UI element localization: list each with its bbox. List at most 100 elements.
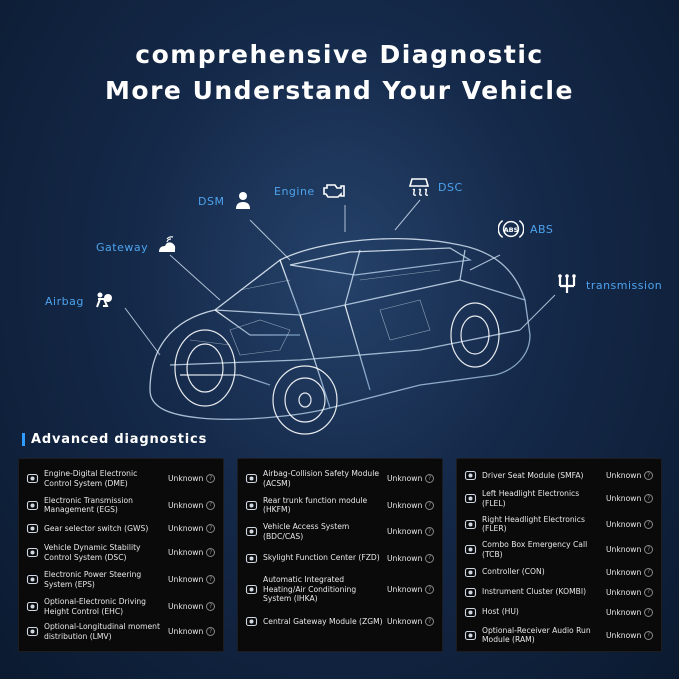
diagnostics-panel-1: Engine-Digital Electronic Control System… <box>18 458 224 652</box>
help-icon[interactable]: ? <box>206 627 216 636</box>
diagnostic-row[interactable]: Rear trunk function module (HKFM) Unknown… <box>244 492 436 518</box>
diagnostic-row[interactable]: Central Gateway Module (ZGM)Unknown? <box>244 608 436 635</box>
steering-icon <box>25 573 39 587</box>
diagnostic-row[interactable]: Instrument Cluster (KOMBI) Unknown? <box>463 582 655 602</box>
diagnostic-row[interactable]: Optional-Receiver Audio Run Module (RAM)… <box>463 622 655 648</box>
help-icon[interactable]: ? <box>644 607 654 617</box>
module-status: Unknown <box>387 527 423 536</box>
callout-gateway: Gateway <box>96 234 180 260</box>
module-status: Unknown <box>606 630 642 640</box>
diagnostic-row[interactable]: Automatic Integrated Heating/Air Conditi… <box>244 571 436 608</box>
module-name: Left Headlight Electronics (FLEL) <box>482 489 580 508</box>
module-name: Instrument Cluster (KOMBI) <box>482 587 587 597</box>
diagnostic-row[interactable]: Airbag-Collision Safety Module (ACSM)Unk… <box>244 465 436 492</box>
module-name: Controller (CON) <box>482 567 545 577</box>
engine-icon <box>25 472 39 486</box>
diagnostic-row[interactable]: Vehicle Dynamic Stability Control System… <box>25 539 217 566</box>
help-icon[interactable]: ? <box>425 617 435 626</box>
module-status: Unknown <box>168 500 204 510</box>
module-name: Optional-Receiver Audio Run Module (RAM) <box>482 625 591 645</box>
callout-dsc-label: DSC <box>438 180 463 194</box>
emergency-call-icon <box>463 543 477 557</box>
gateway-icon <box>154 234 180 260</box>
module-name: Rear trunk function module (HKFM) <box>263 495 368 515</box>
help-icon[interactable]: ? <box>644 519 654 529</box>
abs-icon-text: ABS <box>504 226 519 234</box>
callout-gateway-label: Gateway <box>96 240 149 254</box>
help-icon[interactable]: ? <box>206 524 216 533</box>
climate-icon <box>244 583 258 597</box>
help-icon[interactable]: ? <box>206 602 216 611</box>
module-status: Unknown <box>606 494 642 503</box>
module-status: Unknown <box>606 471 642 480</box>
help-icon[interactable]: ? <box>425 527 435 536</box>
controller-icon <box>463 565 477 579</box>
headline-line-1: comprehensive Diagnostic <box>135 40 544 69</box>
callout-dsm: DSM <box>198 188 256 214</box>
module-name: Automatic Integrated Heating/Air Conditi… <box>263 575 357 604</box>
diagnostic-row[interactable]: Vehicle Access System (BDC/CAS) Unknown? <box>244 518 436 545</box>
chassis-icon <box>25 625 39 639</box>
module-name: Central Gateway Module (ZGM) <box>263 616 383 626</box>
callout-dsc: DSC <box>406 174 463 200</box>
diagnostic-row[interactable]: Combo Box Emergency Call (TCB)Unknown? <box>463 537 655 562</box>
help-icon[interactable]: ? <box>644 545 654 554</box>
module-status: Unknown <box>387 500 423 510</box>
diagnostic-row[interactable]: Electronic Transmission Management (EGS)… <box>25 492 217 518</box>
module-name: Electronic Transmission Management (EGS) <box>44 495 133 515</box>
airbag-icon <box>90 288 116 314</box>
module-status: Unknown <box>606 545 642 554</box>
help-icon[interactable]: ? <box>425 553 435 563</box>
diagnostic-row[interactable]: Controller (CON) Unknown? <box>463 562 655 582</box>
help-icon[interactable]: ? <box>206 500 216 510</box>
abs-icon: ABS <box>498 216 524 242</box>
headlight-left-icon <box>463 492 477 506</box>
skylight-icon <box>244 551 258 565</box>
help-icon[interactable]: ? <box>644 494 654 503</box>
help-icon[interactable]: ? <box>425 585 435 594</box>
diagnostic-row[interactable]: Skylight Function Center (FZD) Unknown? <box>244 545 436 571</box>
module-status: Unknown <box>168 474 204 483</box>
module-name: Vehicle Access System (BDC/CAS) <box>263 522 350 541</box>
suspension-icon <box>25 600 39 614</box>
trunk-icon <box>244 498 258 512</box>
module-status: Unknown <box>606 607 642 617</box>
diagnostic-row[interactable]: Optional-Longitudinal moment distributio… <box>25 620 217 643</box>
module-name: Skylight Function Center (FZD) <box>263 553 380 563</box>
help-icon[interactable]: ? <box>206 575 216 584</box>
help-icon[interactable]: ? <box>644 567 654 577</box>
help-icon[interactable]: ? <box>425 474 435 483</box>
help-icon[interactable]: ? <box>206 548 216 557</box>
gear-selector-icon <box>25 522 39 536</box>
diagnostic-row[interactable]: Host (HU)Unknown? <box>463 602 655 622</box>
module-name: Right Headlight Electronics (FLER) <box>482 514 585 534</box>
driver-seat-icon <box>230 188 256 214</box>
module-status: Unknown <box>387 474 423 483</box>
module-name: Electronic Power Steering System (EPS) <box>44 570 142 589</box>
instrument-cluster-icon <box>463 585 477 599</box>
stability-control-icon <box>406 174 432 200</box>
module-status: Unknown <box>606 567 642 577</box>
diagnostic-row[interactable]: Left Headlight Electronics (FLEL) Unknown… <box>463 486 655 511</box>
host-icon <box>463 605 477 619</box>
module-status: Unknown <box>387 553 423 563</box>
module-status: Unknown <box>606 587 642 597</box>
section-title: Advanced diagnostics <box>31 432 208 447</box>
help-icon[interactable]: ? <box>644 587 654 597</box>
module-status: Unknown <box>168 575 204 584</box>
diagnostic-row[interactable]: Optional-Electronic Driving Height Contr… <box>25 593 217 620</box>
help-icon[interactable]: ? <box>425 500 435 510</box>
headlight-right-icon <box>463 517 477 531</box>
diagnostic-row[interactable]: Right Headlight Electronics (FLER)Unknow… <box>463 511 655 537</box>
diagnostic-row[interactable]: Driver Seat Module (SMFA) Unknown? <box>463 465 655 486</box>
diagnostic-row[interactable]: Electronic Power Steering System (EPS) Un… <box>25 566 217 593</box>
help-icon[interactable]: ? <box>644 630 654 640</box>
callout-dsm-label: DSM <box>198 194 225 208</box>
callout-transmission-label: transmission <box>586 278 663 292</box>
diagnostic-row[interactable]: Engine-Digital Electronic Control System… <box>25 465 217 492</box>
help-icon[interactable]: ? <box>644 471 654 480</box>
diagnostics-panel-3: Driver Seat Module (SMFA)Unknown?Left He… <box>456 458 662 652</box>
module-name: Driver Seat Module (SMFA) <box>482 470 584 480</box>
help-icon[interactable]: ? <box>206 474 216 483</box>
diagnostic-row[interactable]: Gear selector switch (GWS)Unknown? <box>25 518 217 539</box>
